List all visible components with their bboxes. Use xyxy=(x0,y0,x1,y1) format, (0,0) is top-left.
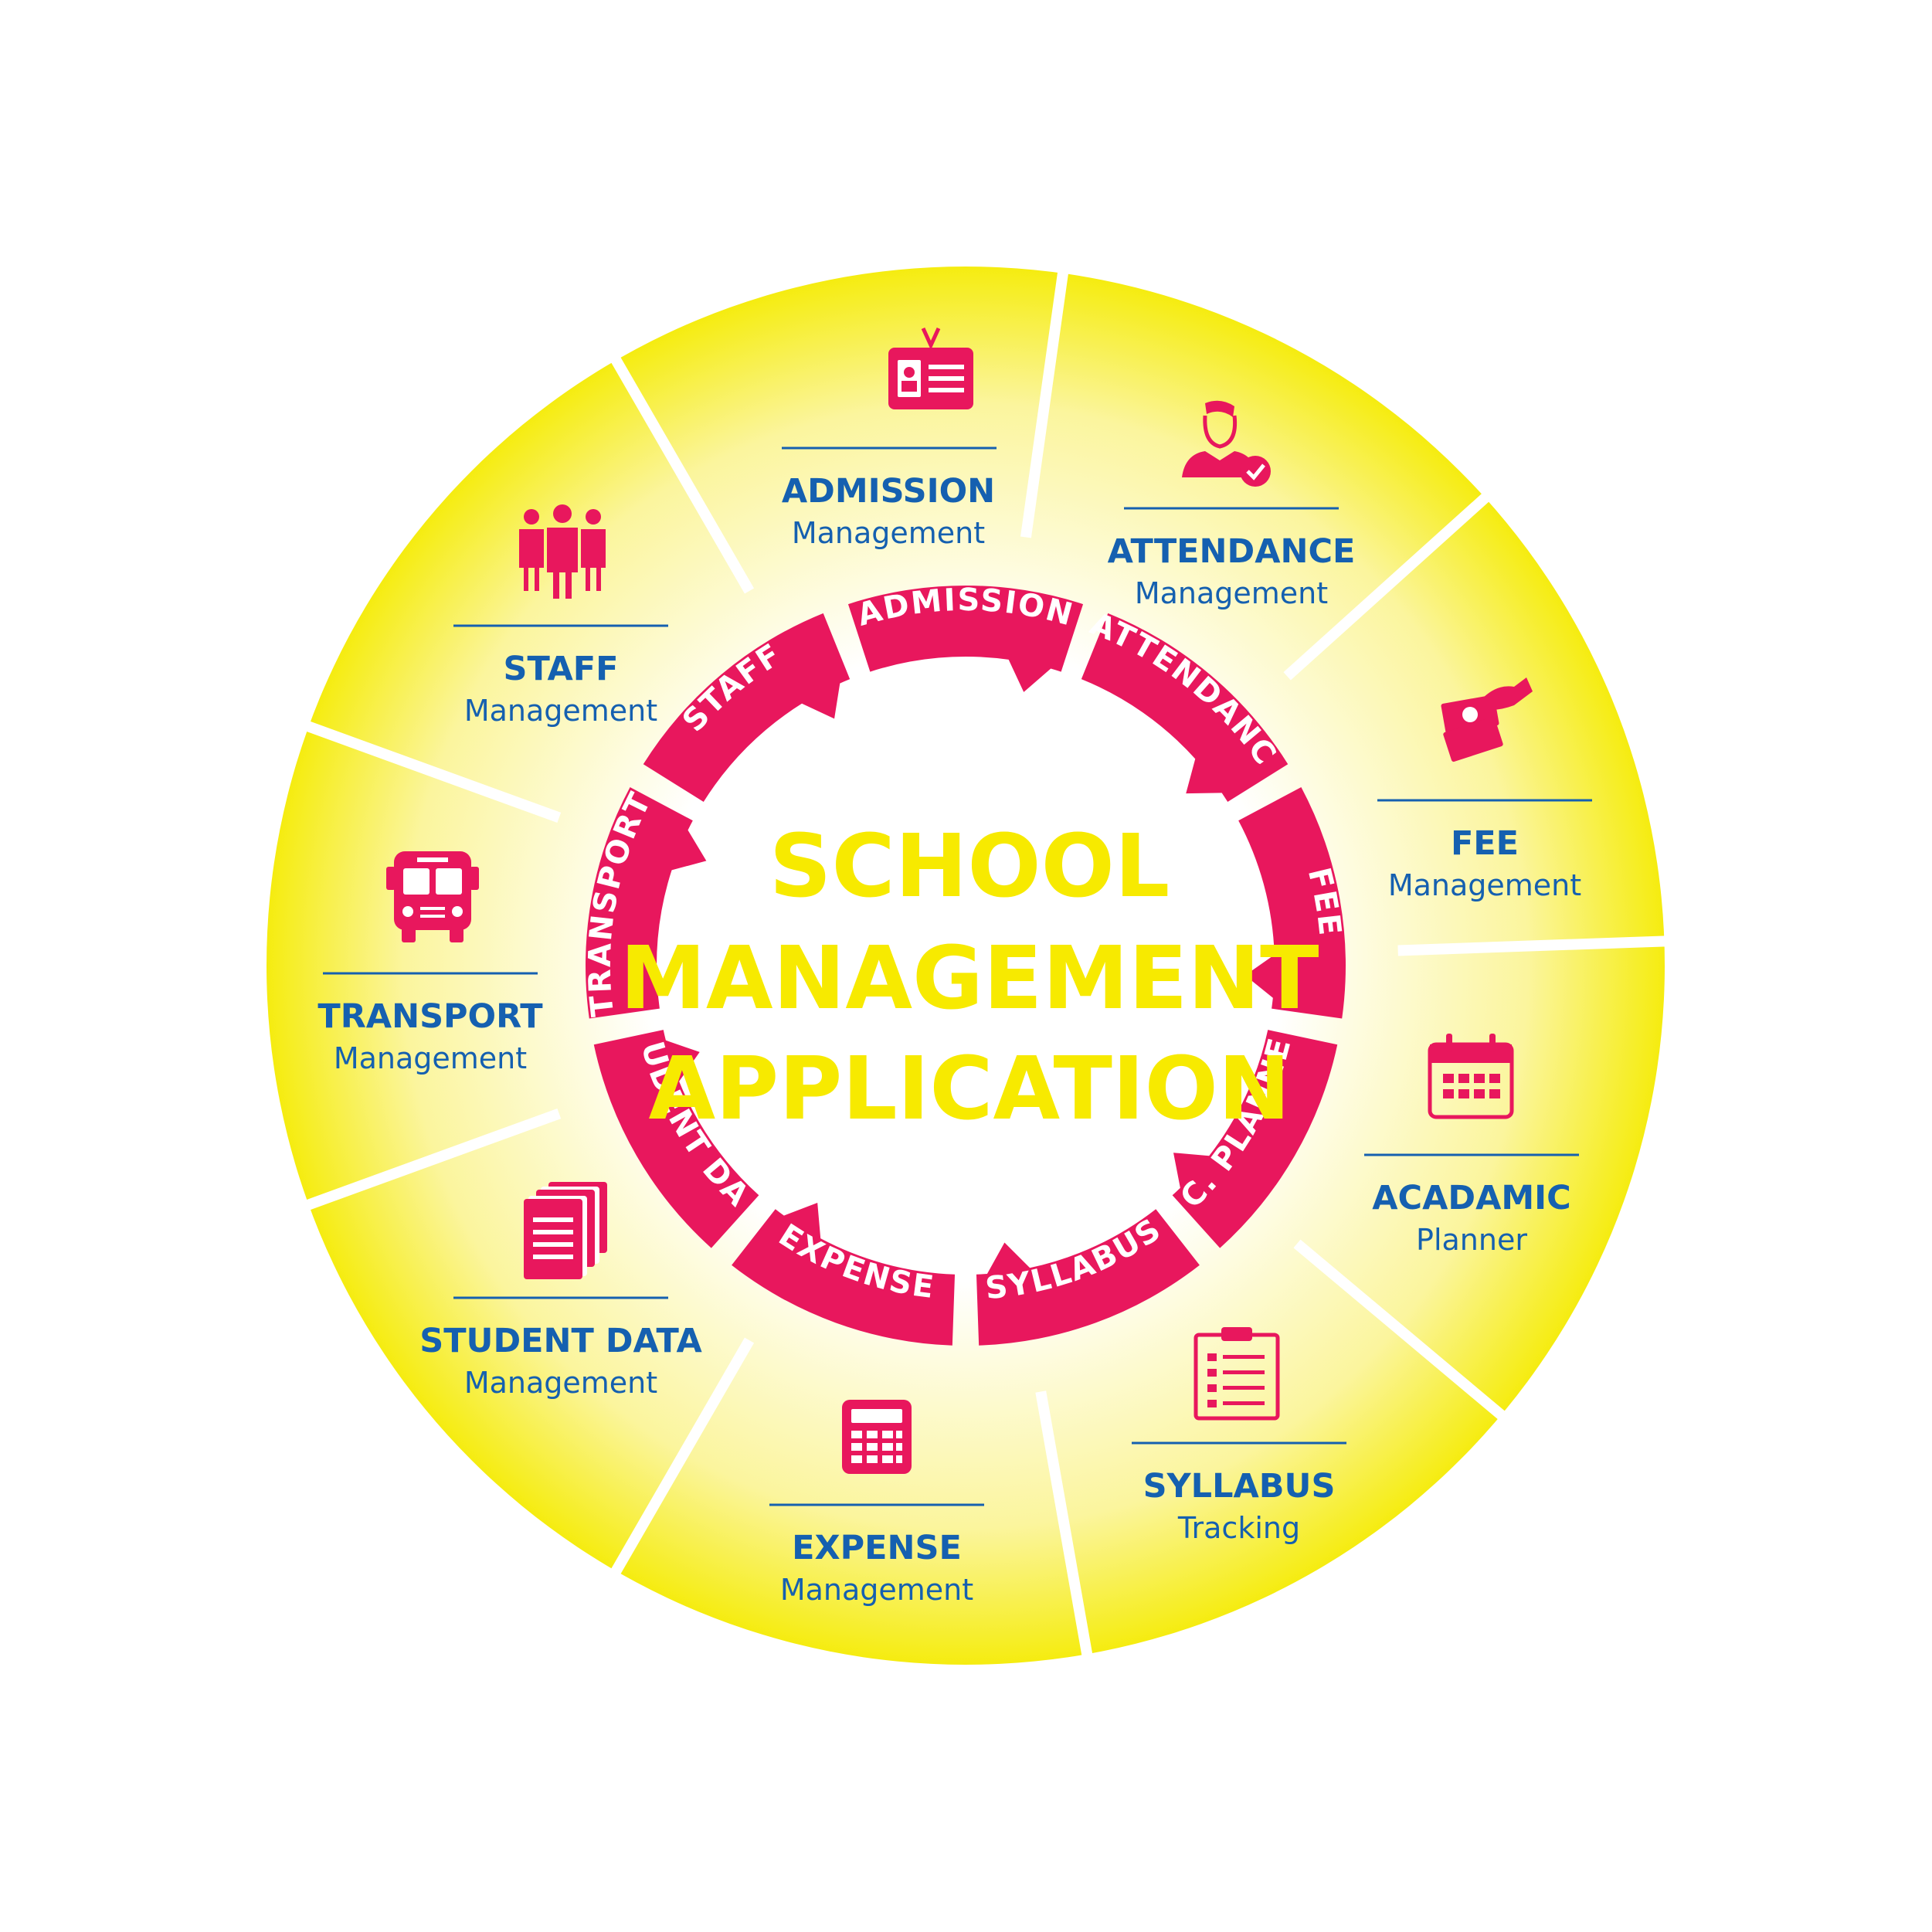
module-subtitle: Management xyxy=(1388,868,1581,902)
module-title: ACADAMIC xyxy=(1372,1179,1570,1217)
center-title-line-3: APPLICATION xyxy=(648,1039,1290,1139)
module-subtitle: Management xyxy=(780,1573,973,1607)
module-title: STUDENT DATA xyxy=(419,1322,702,1360)
module-student-data[interactable]: STUDENT DATA Management xyxy=(419,1182,702,1400)
center-title: SCHOOL MANAGEMENT APPLICATION xyxy=(620,817,1319,1139)
hand-money-icon xyxy=(1441,677,1533,762)
module-title: STAFF xyxy=(504,650,619,688)
wheel-separator xyxy=(1020,264,1070,538)
ring-segment xyxy=(593,1030,759,1248)
bus-icon xyxy=(386,851,479,942)
wheel-separators xyxy=(299,264,1672,1663)
wheel-separator xyxy=(1397,935,1672,956)
module-expense[interactable]: EXPENSE Management xyxy=(769,1400,984,1607)
wheel-separator xyxy=(1283,488,1495,681)
process-ring xyxy=(586,586,1346,1346)
ring-segment xyxy=(1238,787,1346,1019)
module-fee[interactable]: FEE Management xyxy=(1377,677,1592,902)
ring-segment xyxy=(976,1209,1200,1346)
wheel-separator xyxy=(1035,1390,1094,1663)
center-title-line-2: MANAGEMENT xyxy=(620,929,1319,1029)
module-title: ATTENDANCE xyxy=(1108,532,1356,571)
module-subtitle: Management xyxy=(334,1041,527,1075)
wheel-separator xyxy=(299,1108,562,1213)
clipboard-checklist-icon xyxy=(1193,1327,1280,1421)
documents-icon xyxy=(524,1182,607,1279)
module-title: FEE xyxy=(1451,824,1519,863)
module-subtitle: Management xyxy=(464,694,657,728)
module-attendance[interactable]: ATTENDANCE Management xyxy=(1108,400,1356,610)
module-title: EXPENSE xyxy=(792,1529,962,1567)
ring-segment xyxy=(586,787,707,1019)
wheel-separator xyxy=(607,351,755,594)
module-subtitle: Tracking xyxy=(1177,1511,1300,1545)
wheel-separator xyxy=(299,718,562,823)
module-subtitle: Planner xyxy=(1416,1223,1527,1257)
module-subtitle: Management xyxy=(1135,576,1328,610)
ring-segment xyxy=(1172,1030,1338,1248)
module-title: ADMISSION xyxy=(782,472,995,511)
id-badge-icon xyxy=(888,327,973,409)
calendar-icon xyxy=(1428,1034,1514,1119)
outer-wheel xyxy=(267,267,1665,1665)
ring-segment xyxy=(732,1202,956,1346)
ring-segment xyxy=(643,613,851,803)
module-transport[interactable]: TRANSPORT Management xyxy=(317,851,543,1075)
center-title-line-1: SCHOOL xyxy=(769,817,1170,917)
module-subtitle: Management xyxy=(792,516,985,550)
ring-segment xyxy=(1081,613,1289,803)
calculator-icon xyxy=(842,1400,912,1474)
module-admission[interactable]: ADMISSION Management xyxy=(782,327,997,550)
staff-group-icon xyxy=(519,504,606,599)
module-syllabus[interactable]: SYLLABUS Tracking xyxy=(1132,1327,1346,1545)
wheel-separator xyxy=(607,1337,755,1581)
module-acadamic[interactable]: ACADAMIC Planner xyxy=(1364,1034,1579,1257)
module-title: SYLLABUS xyxy=(1143,1467,1336,1506)
module-subtitle: Management xyxy=(464,1366,657,1400)
module-title: TRANSPORT xyxy=(317,997,543,1036)
user-check-icon xyxy=(1182,400,1271,487)
module-staff[interactable]: STAFF Management xyxy=(453,504,668,728)
ring-segment xyxy=(847,586,1084,692)
wheel-separator xyxy=(1293,1239,1511,1424)
